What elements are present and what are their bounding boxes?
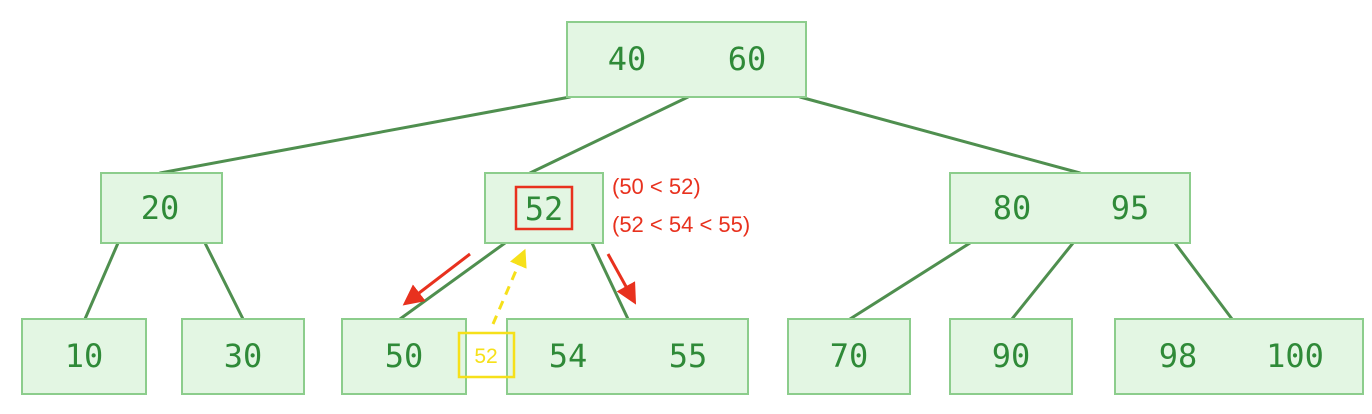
leaf-90: 90 [949,318,1073,395]
edge-root-to-80-95 [798,95,1082,175]
node-80-95: 80 95 [949,172,1191,244]
node-52-key: 52 [525,190,564,228]
leaf-50: 50 [341,318,467,395]
moving-key-box: 52 [457,331,516,379]
edge-root-to-20 [158,95,572,175]
root-key-2: 60 [728,40,767,78]
edge-80-95-to-90 [1010,241,1075,321]
leaf-70-key: 70 [830,337,869,375]
promotion-arrow [491,248,527,325]
edge-52-to-54-55 [590,241,630,321]
root-node: 40 60 [566,21,807,98]
leaf-54-55-key-1: 54 [549,337,588,375]
comparison-right-annotation: (52 < 54 < 55) [612,212,750,237]
tree-edges [83,95,1234,321]
promoted-key-highlight [514,185,574,231]
leaf-54-55-key-2: 55 [669,337,708,375]
node-52: 52 [484,172,604,244]
edge-52-to-50 [398,241,507,321]
edge-root-to-52 [528,95,690,175]
leaf-90-key: 90 [992,337,1031,375]
leaf-50-key: 50 [385,337,424,375]
leaf-98-100-key-2: 100 [1266,337,1324,375]
leaf-98-100: 98 100 [1114,318,1364,395]
moving-key-label: 52 [474,345,497,368]
leaf-30-key: 30 [224,337,263,375]
node-20-key: 20 [141,189,180,227]
leaf-30: 30 [181,318,305,395]
comparison-left-annotation: (50 < 52) [612,174,701,199]
root-key-1: 40 [608,40,647,78]
split-arrow-right [606,253,637,305]
leaf-70: 70 [787,318,911,395]
node-80-95-key-1: 80 [993,189,1032,227]
split-arrow-left [402,252,471,306]
node-80-95-key-2: 95 [1111,189,1150,227]
edge-20-to-30 [203,241,245,321]
node-20: 20 [100,172,223,244]
edge-20-to-10 [83,241,120,321]
leaf-10-key: 10 [65,337,104,375]
leaf-10: 10 [21,318,147,395]
edge-80-95-to-70 [848,241,972,321]
leaf-98-100-key-1: 98 [1159,337,1198,375]
leaf-54-55: 54 55 [506,318,749,395]
edge-80-95-to-98-100 [1173,241,1234,321]
